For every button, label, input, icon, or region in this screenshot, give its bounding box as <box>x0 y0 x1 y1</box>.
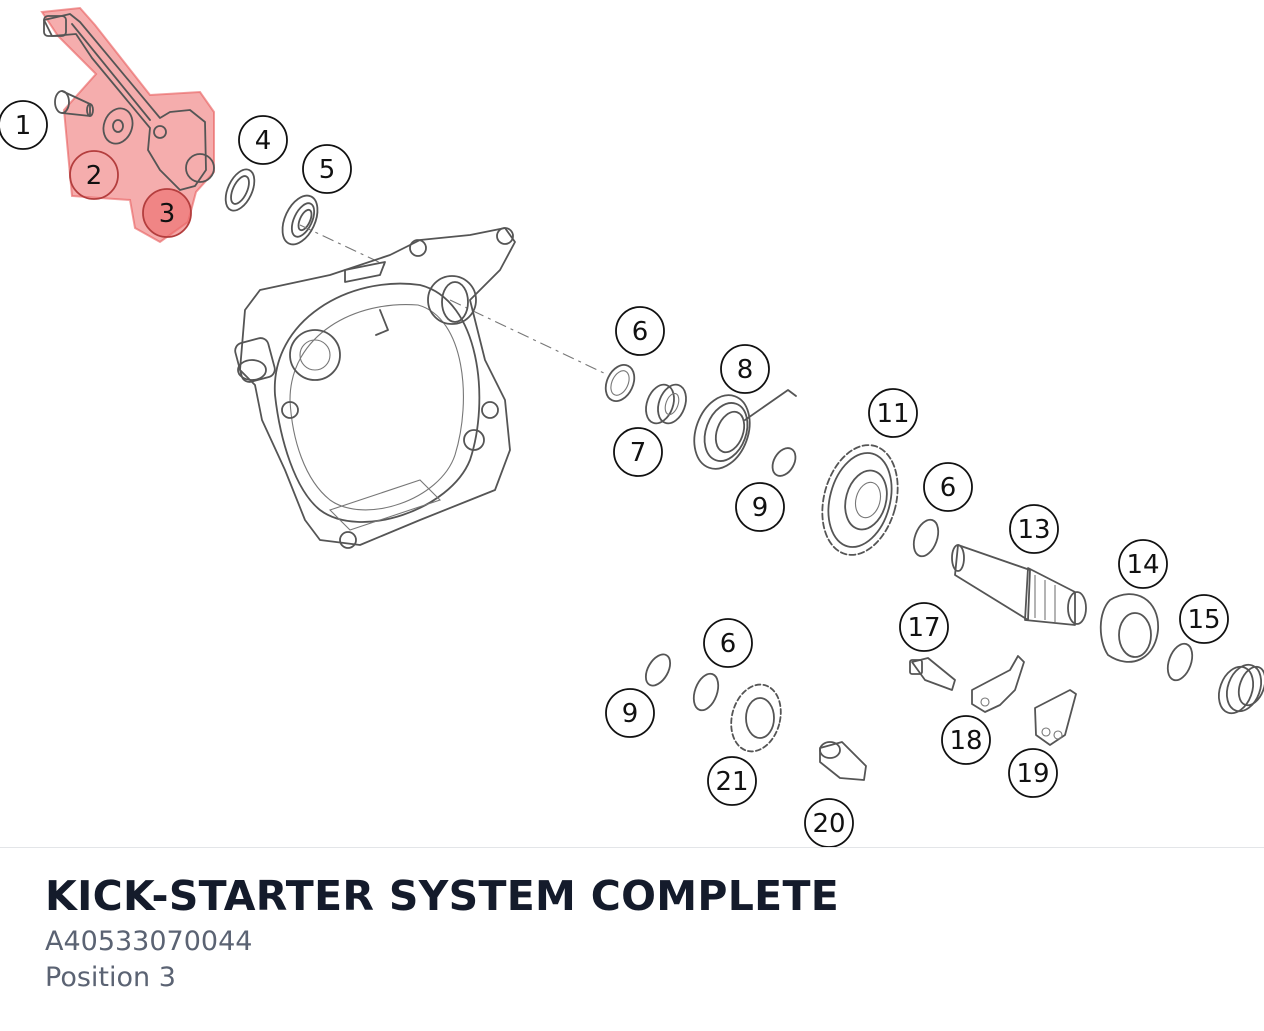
spring-part-8 <box>693 389 797 470</box>
callout-21[interactable]: 21 <box>707 756 757 806</box>
ring-part-6b <box>912 518 940 558</box>
svg-text:6: 6 <box>940 473 957 503</box>
callout-11[interactable]: 11 <box>868 388 918 438</box>
svg-text:9: 9 <box>622 699 639 729</box>
svg-text:9: 9 <box>752 493 769 523</box>
svg-text:3: 3 <box>159 199 176 229</box>
svg-text:21: 21 <box>715 767 748 797</box>
clip-part-9b <box>644 653 672 687</box>
screw-part-17 <box>909 657 956 691</box>
svg-text:4: 4 <box>255 126 272 156</box>
callout-15[interactable]: 15 <box>1179 594 1229 644</box>
svg-text:6: 6 <box>720 629 737 659</box>
svg-text:2: 2 <box>86 161 103 191</box>
callout-18[interactable]: 18 <box>941 715 991 765</box>
gear-part-21 <box>730 683 782 753</box>
svg-text:5: 5 <box>319 155 336 185</box>
callout-6b[interactable]: 6 <box>923 462 973 512</box>
svg-text:19: 19 <box>1016 759 1049 789</box>
svg-text:14: 14 <box>1126 550 1159 580</box>
callout-4[interactable]: 4 <box>238 115 288 165</box>
callout-20[interactable]: 20 <box>804 798 854 848</box>
ring-part-15 <box>1166 642 1194 682</box>
callout-9[interactable]: 9 <box>735 482 785 532</box>
callout-9b[interactable]: 9 <box>605 688 655 738</box>
divider <box>0 847 1264 848</box>
washer-part <box>102 107 134 145</box>
svg-text:13: 13 <box>1017 515 1050 545</box>
pawl-part-18 <box>971 655 1025 713</box>
clutch-cover-part <box>234 227 516 549</box>
callout-17[interactable]: 17 <box>899 602 949 652</box>
callout-8[interactable]: 8 <box>720 344 770 394</box>
ratchet-part-14 <box>1099 593 1159 663</box>
callout-3-selected[interactable]: 3 <box>142 188 192 238</box>
clip-part-9 <box>771 447 797 477</box>
svg-text:17: 17 <box>907 613 940 643</box>
part-number: A40533070044 <box>45 926 253 957</box>
callout-7[interactable]: 7 <box>613 427 663 477</box>
part-title: KICK-STARTER SYSTEM COMPLETE <box>45 872 840 920</box>
bushing-part-7 <box>645 383 687 425</box>
part-info: KICK-STARTER SYSTEM COMPLETE A4053307004… <box>45 872 839 996</box>
svg-text:20: 20 <box>812 809 845 839</box>
kick-lever-part <box>43 13 215 191</box>
bushing-part-20 <box>819 741 867 781</box>
seal-part-5 <box>281 194 319 246</box>
svg-text:18: 18 <box>949 726 982 756</box>
exploded-parts-diagram: 1 2 3 4 5 6 7 8 9 11 6 13 <box>0 6 1264 848</box>
callout-1[interactable]: 1 <box>0 100 48 150</box>
gear-part-11 <box>821 444 899 556</box>
callout-14[interactable]: 14 <box>1118 539 1168 589</box>
ring-part-6c <box>692 672 720 712</box>
svg-text:6: 6 <box>632 317 649 347</box>
ring-part-4 <box>224 168 256 212</box>
callout-2[interactable]: 2 <box>69 150 119 200</box>
bolt-part <box>54 90 94 117</box>
callout-19[interactable]: 19 <box>1008 748 1058 798</box>
svg-text:11: 11 <box>876 399 909 429</box>
shaft-part-13 <box>951 544 1087 626</box>
callout-6c[interactable]: 6 <box>703 618 753 668</box>
svg-text:15: 15 <box>1187 605 1220 635</box>
part-position: Position 3 <box>45 962 176 993</box>
callout-6[interactable]: 6 <box>615 306 665 356</box>
callout-5[interactable]: 5 <box>302 144 352 194</box>
callout-13[interactable]: 13 <box>1009 504 1059 554</box>
svg-text:1: 1 <box>15 111 32 141</box>
svg-text:8: 8 <box>737 355 754 385</box>
plate-part-19 <box>1034 689 1077 746</box>
ring-part-6 <box>604 364 636 402</box>
svg-text:7: 7 <box>630 438 647 468</box>
spring-part-16 <box>1217 663 1264 715</box>
